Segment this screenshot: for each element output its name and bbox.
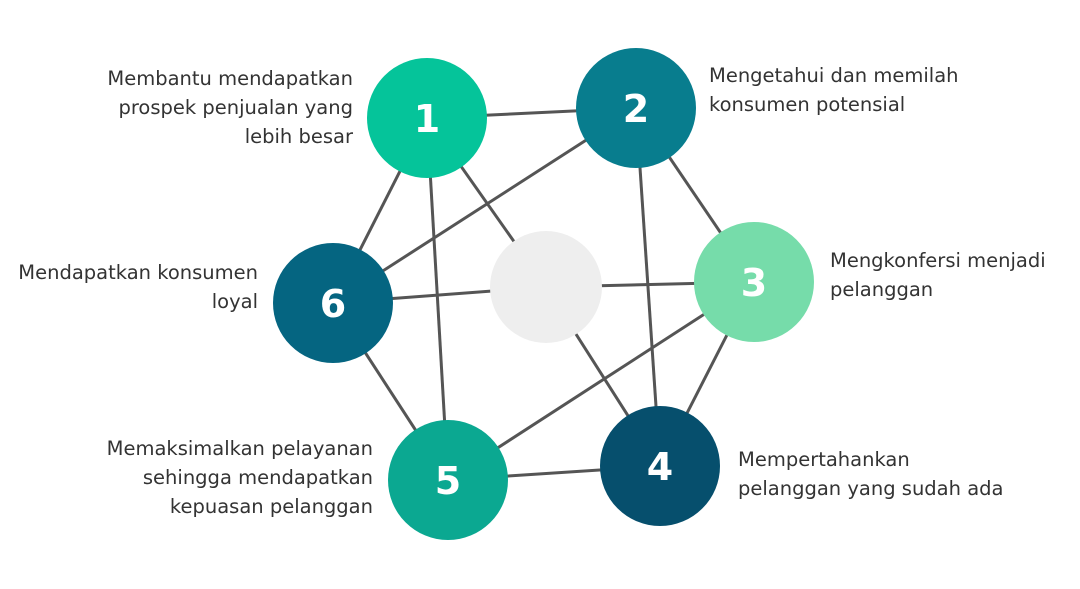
node-number: 4 [647,445,673,489]
label-line: Mendapatkan konsumen [18,261,258,284]
label-line: pelanggan yang sudah ada [738,477,1004,500]
connection-line [332,106,637,305]
connection-line [447,280,755,482]
node-circle [694,222,814,342]
node-1: 1 [367,58,487,178]
connection-line [425,117,450,481]
node-2: 2 [576,48,696,168]
label-line: konsumen potensial [709,93,906,116]
node-circle [600,406,720,526]
label-node-6: Mendapatkan konsumen loyal [18,258,258,316]
label-node-5: Memaksimalkan pelayanan sehingga mendapa… [107,434,373,521]
label-line: Memaksimalkan pelayanan [106,437,373,460]
center-node [490,231,602,343]
node-circle [367,58,487,178]
node-5: 5 [388,420,508,540]
label-line: sehingga mendapatkan [142,466,373,489]
node-6: 6 [273,243,393,363]
label-node-2: Mengetahui dan memilah konsumen potensia… [709,61,959,119]
node-number: 3 [741,261,767,305]
node-circle [273,243,393,363]
label-line: lebih besar [244,125,353,148]
label-node-1: Membantu mendapatkan prospek penjualan y… [107,64,353,151]
label-line: kepuasan pelanggan [169,495,373,518]
label-line: prospek penjualan yang [118,96,353,119]
label-line: Membantu mendapatkan [107,67,353,90]
node-circle [576,48,696,168]
node-number: 6 [320,282,346,326]
node-number: 5 [435,459,461,503]
node-3: 3 [694,222,814,342]
node-circle [388,420,508,540]
label-line: Mengkonfersi menjadi [830,249,1046,272]
node-number: 1 [414,97,440,141]
label-line: Mempertahankan [738,448,910,471]
label-node-3: Mengkonfersi menjadi pelanggan [830,246,1046,304]
label-line: pelanggan [830,278,934,301]
label-node-4: Mempertahankan pelanggan yang sudah ada [738,445,1003,503]
numbered-nodes: 1 2 3 4 5 6 [273,48,814,540]
node-number: 2 [623,87,649,131]
label-line: loyal [211,290,258,313]
label-line: Mengetahui dan memilah [709,64,959,87]
node-4: 4 [600,406,720,526]
